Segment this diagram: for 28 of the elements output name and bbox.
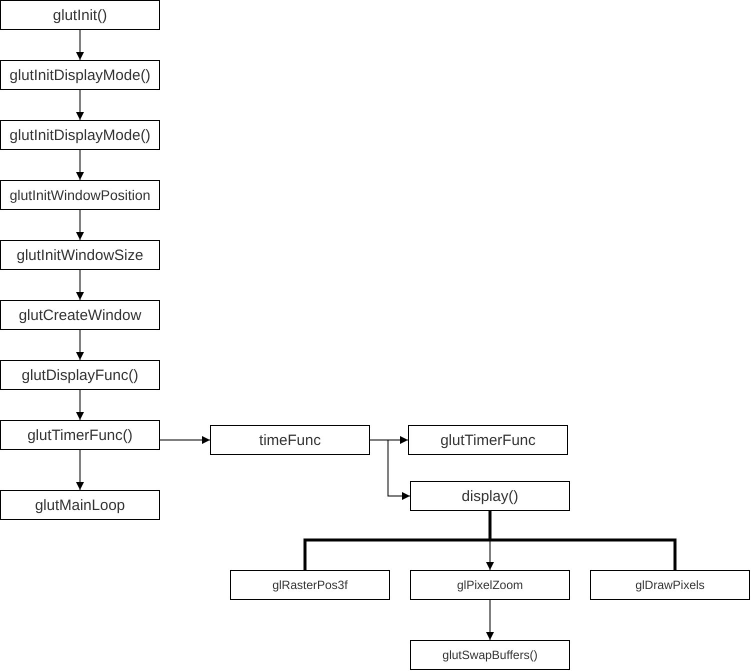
arrow xyxy=(76,30,84,60)
process-box: glutInitWindowSize xyxy=(0,240,160,270)
arrow xyxy=(76,210,84,240)
arrow xyxy=(76,450,84,490)
arrow xyxy=(76,90,84,120)
arrow xyxy=(486,600,494,640)
process-box: display() xyxy=(410,481,570,511)
process-box: glDrawPixels xyxy=(590,570,750,600)
process-box: glutInitWindowPosition xyxy=(0,180,160,210)
process-box: glutInitDisplayMode() xyxy=(0,120,160,150)
arrow xyxy=(76,330,84,360)
process-box: glutInit() xyxy=(0,0,160,30)
connector-line xyxy=(488,511,676,570)
arrow xyxy=(76,150,84,180)
arrow xyxy=(76,390,84,420)
process-box: glutInitDisplayMode() xyxy=(0,60,160,90)
process-box: timeFunc xyxy=(210,425,370,455)
process-box: glutTimerFunc xyxy=(408,425,568,455)
process-box: glRasterPos3f xyxy=(230,570,390,600)
arrow xyxy=(160,436,210,444)
process-box: glutCreateWindow xyxy=(0,300,160,330)
process-box: glutTimerFunc() xyxy=(0,420,160,450)
process-box: glPixelZoom xyxy=(410,570,570,600)
process-box: glutSwapBuffers() xyxy=(410,640,570,670)
process-box: glutDisplayFunc() xyxy=(0,360,160,390)
process-box: glutMainLoop xyxy=(0,490,160,520)
arrow xyxy=(370,440,410,500)
arrow xyxy=(76,270,84,300)
